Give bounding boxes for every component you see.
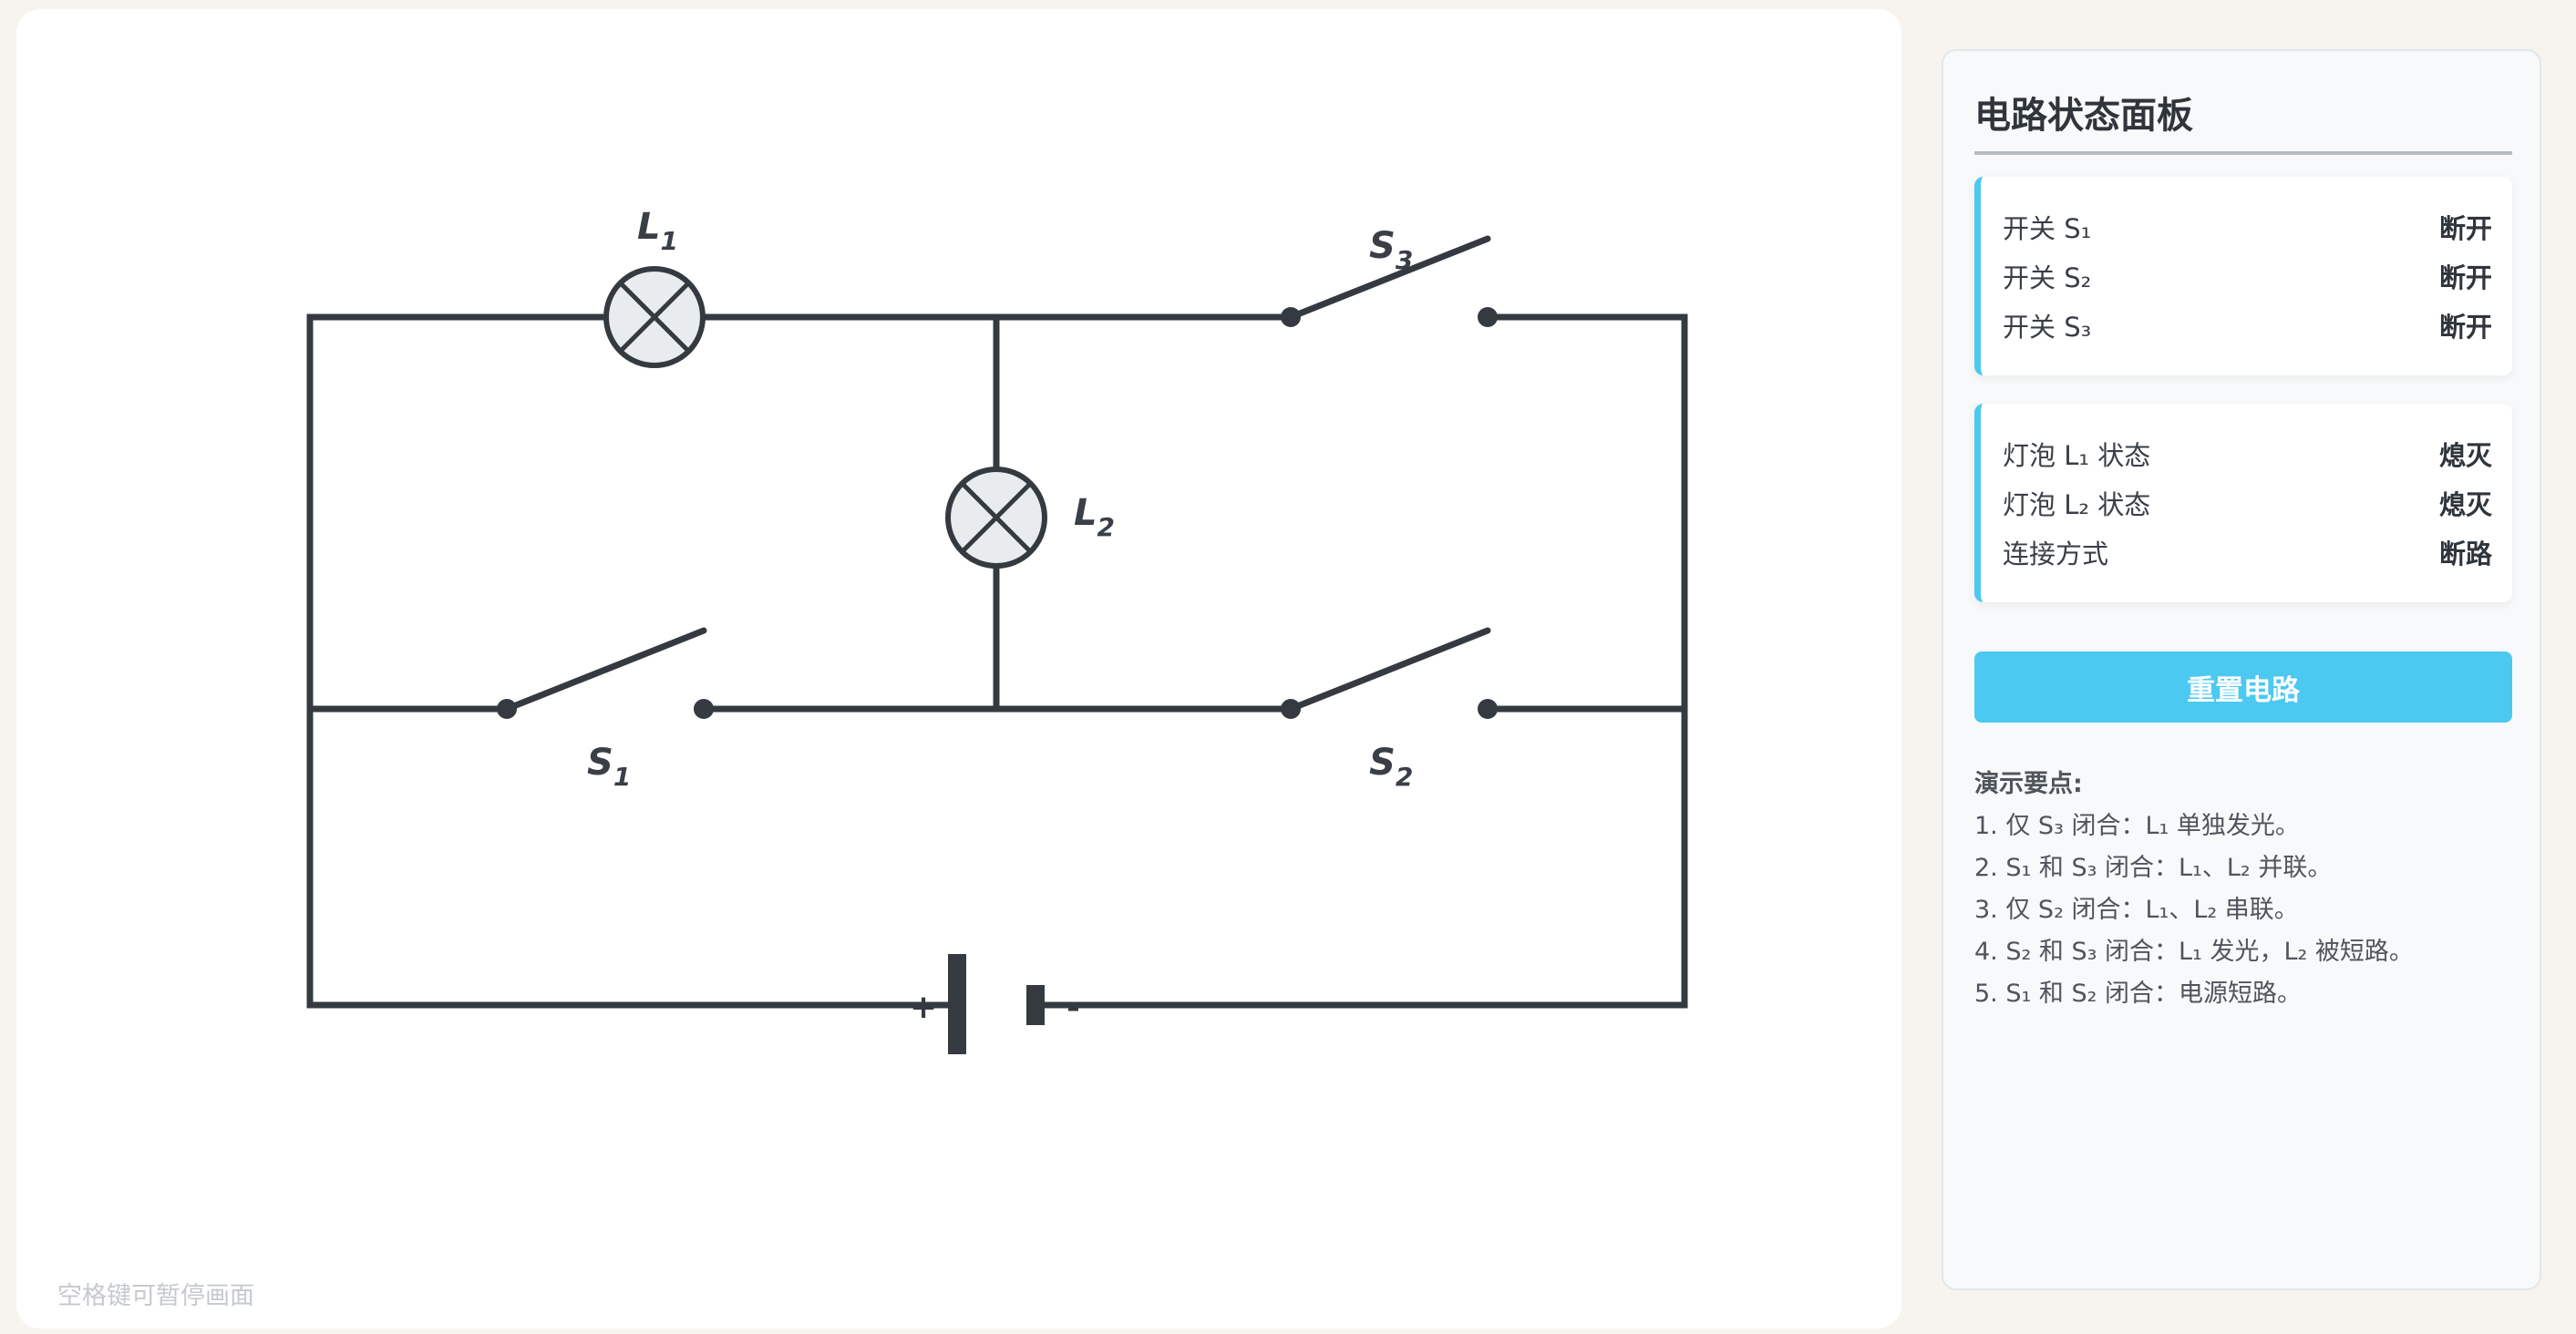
switch-s3-value: 断开 xyxy=(2438,312,2492,343)
bulb-status-card: 灯泡 L₁ 状态 熄灭 灯泡 L₂ 状态 熄灭 连接方式 断路 xyxy=(1974,404,2512,602)
switch-s2-value: 断开 xyxy=(2438,262,2492,293)
switch-s3[interactable] xyxy=(1281,235,1498,327)
connection-label: 连接方式 xyxy=(2003,539,2109,570)
switch-s1-row: 开关 S₁ 断开 xyxy=(2003,202,2492,251)
switch-s2-row: 开关 S₂ 断开 xyxy=(2003,251,2492,301)
note-item: 4. S₂ 和 S₃ 闭合：L₁ 发光，L₂ 被短路。 xyxy=(1974,938,2414,966)
bulb-l2-label: 灯泡 L₂ 状态 xyxy=(2003,489,2151,520)
bulb-l1 xyxy=(603,266,706,368)
battery xyxy=(948,954,1045,1054)
battery-plus-sign: + xyxy=(910,989,937,1026)
label-s1: S1 xyxy=(587,742,631,792)
note-item: 2. S₁ 和 S₃ 闭合：L₁、L₂ 并联。 xyxy=(1974,854,2333,882)
demo-notes: 演示要点: 1. 仅 S₃ 闭合：L₁ 单独发光。 2. S₁ 和 S₃ 闭合：… xyxy=(1974,764,2521,1015)
switch-s3-label: 开关 S₃ xyxy=(2003,312,2092,343)
label-l1: L1 xyxy=(637,206,678,256)
label-s2: S2 xyxy=(1369,742,1413,792)
reset-circuit-button[interactable]: 重置电路 xyxy=(1974,652,2512,723)
switch-s1[interactable] xyxy=(497,627,714,719)
pause-hint: 空格键可暂停画面 xyxy=(57,1282,254,1310)
battery-minus-sign: - xyxy=(1066,989,1080,1026)
circuit-diagram[interactable]: L1 L2 S3 S1 S2 xyxy=(16,9,1901,1329)
bulb-l1-value: 熄灭 xyxy=(2438,440,2492,471)
note-item: 3. 仅 S₂ 闭合：L₁、L₂ 串联。 xyxy=(1974,896,2299,924)
bulb-l2-value: 熄灭 xyxy=(2438,489,2492,520)
connection-row: 连接方式 断路 xyxy=(2003,528,2492,577)
label-s3: S3 xyxy=(1369,225,1413,275)
connection-value: 断路 xyxy=(2438,539,2492,570)
notes-title: 演示要点: xyxy=(1974,770,2083,798)
switch-status-card: 开关 S₁ 断开 开关 S₂ 断开 开关 S₃ 断开 xyxy=(1974,177,2512,375)
bulb-l1-label: 灯泡 L₁ 状态 xyxy=(2003,440,2151,471)
status-panel: 电路状态面板 开关 S₁ 断开 开关 S₂ 断开 开关 S₃ 断开 灯泡 L₁ … xyxy=(1942,49,2541,1290)
switch-s2[interactable] xyxy=(1281,627,1498,719)
note-item: 1. 仅 S₃ 闭合：L₁ 单独发光。 xyxy=(1974,812,2300,840)
panel-title: 电路状态面板 xyxy=(1974,86,2512,155)
switch-s1-value: 断开 xyxy=(2438,213,2492,244)
bulb-l1-row: 灯泡 L₁ 状态 熄灭 xyxy=(2003,429,2492,478)
label-l2: L2 xyxy=(1074,492,1115,542)
switch-s3-row: 开关 S₃ 断开 xyxy=(2003,301,2492,350)
switch-s1-label: 开关 S₁ xyxy=(2003,213,2092,244)
switch-s2-label: 开关 S₂ xyxy=(2003,262,2092,293)
circuit-canvas[interactable]: L1 L2 S3 S1 S2 xyxy=(16,9,1901,1329)
bulb-l2 xyxy=(945,467,1047,569)
bulb-l2-row: 灯泡 L₂ 状态 熄灭 xyxy=(2003,478,2492,528)
note-item: 5. S₁ 和 S₂ 闭合：电源短路。 xyxy=(1974,980,2303,1008)
